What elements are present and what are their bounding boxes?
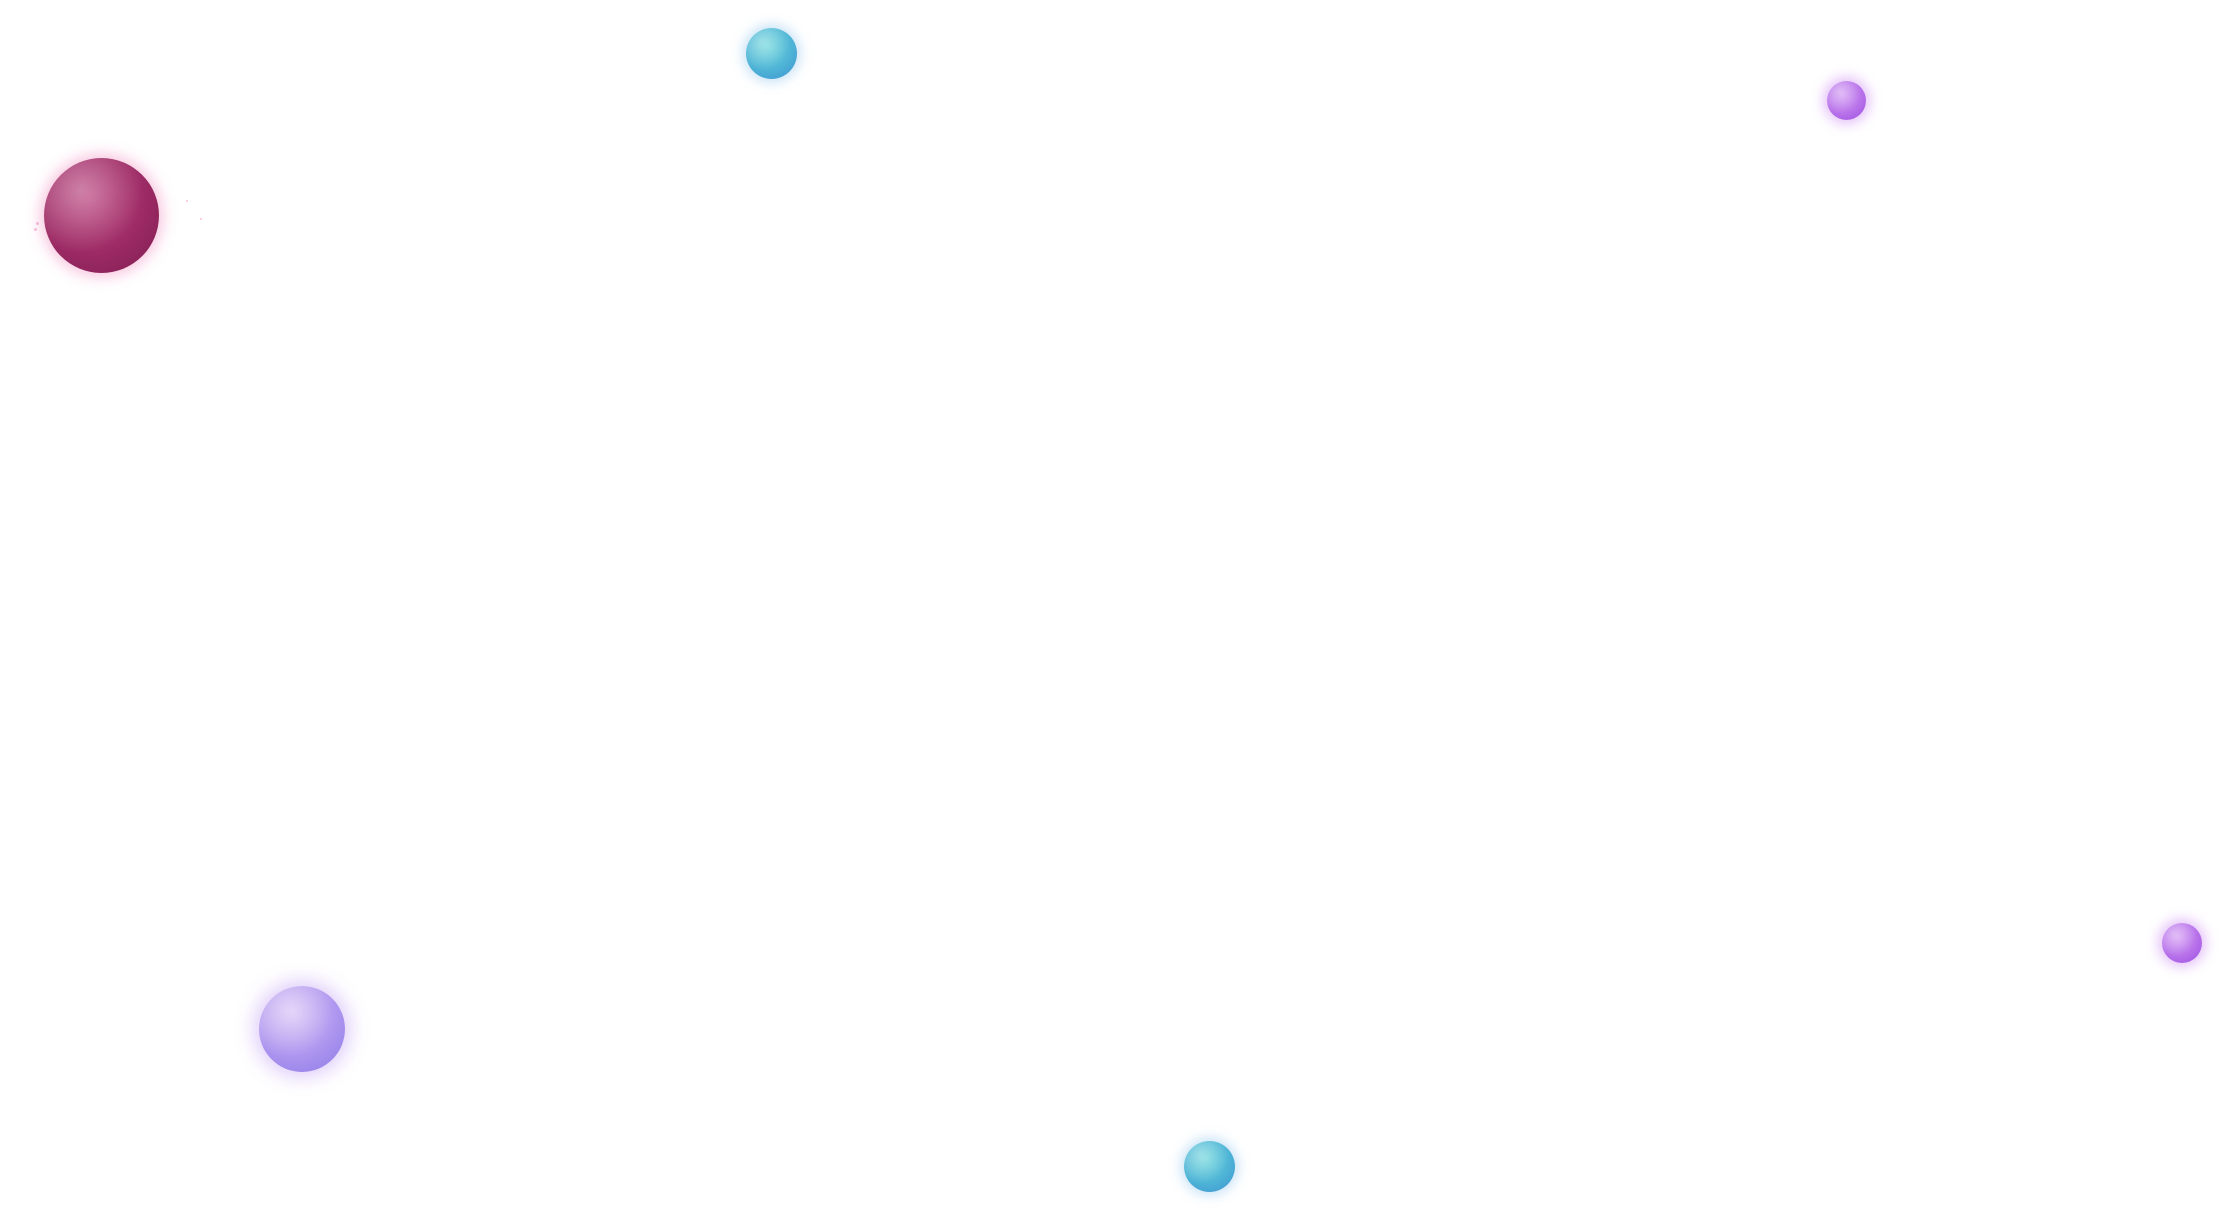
magenta-orb-particle (200, 218, 202, 220)
magenta-orb-particle (34, 228, 37, 231)
magenta-orb-particle (186, 200, 188, 202)
violet-orb-right (2162, 923, 2202, 963)
lavender-orb-bottom-left (259, 986, 345, 1072)
teal-orb-top (746, 28, 797, 79)
teal-orb-bottom (1184, 1141, 1235, 1192)
magenta-orb-particle (36, 222, 39, 225)
violet-orb-top-right (1827, 81, 1866, 120)
magenta-orb (44, 158, 159, 273)
